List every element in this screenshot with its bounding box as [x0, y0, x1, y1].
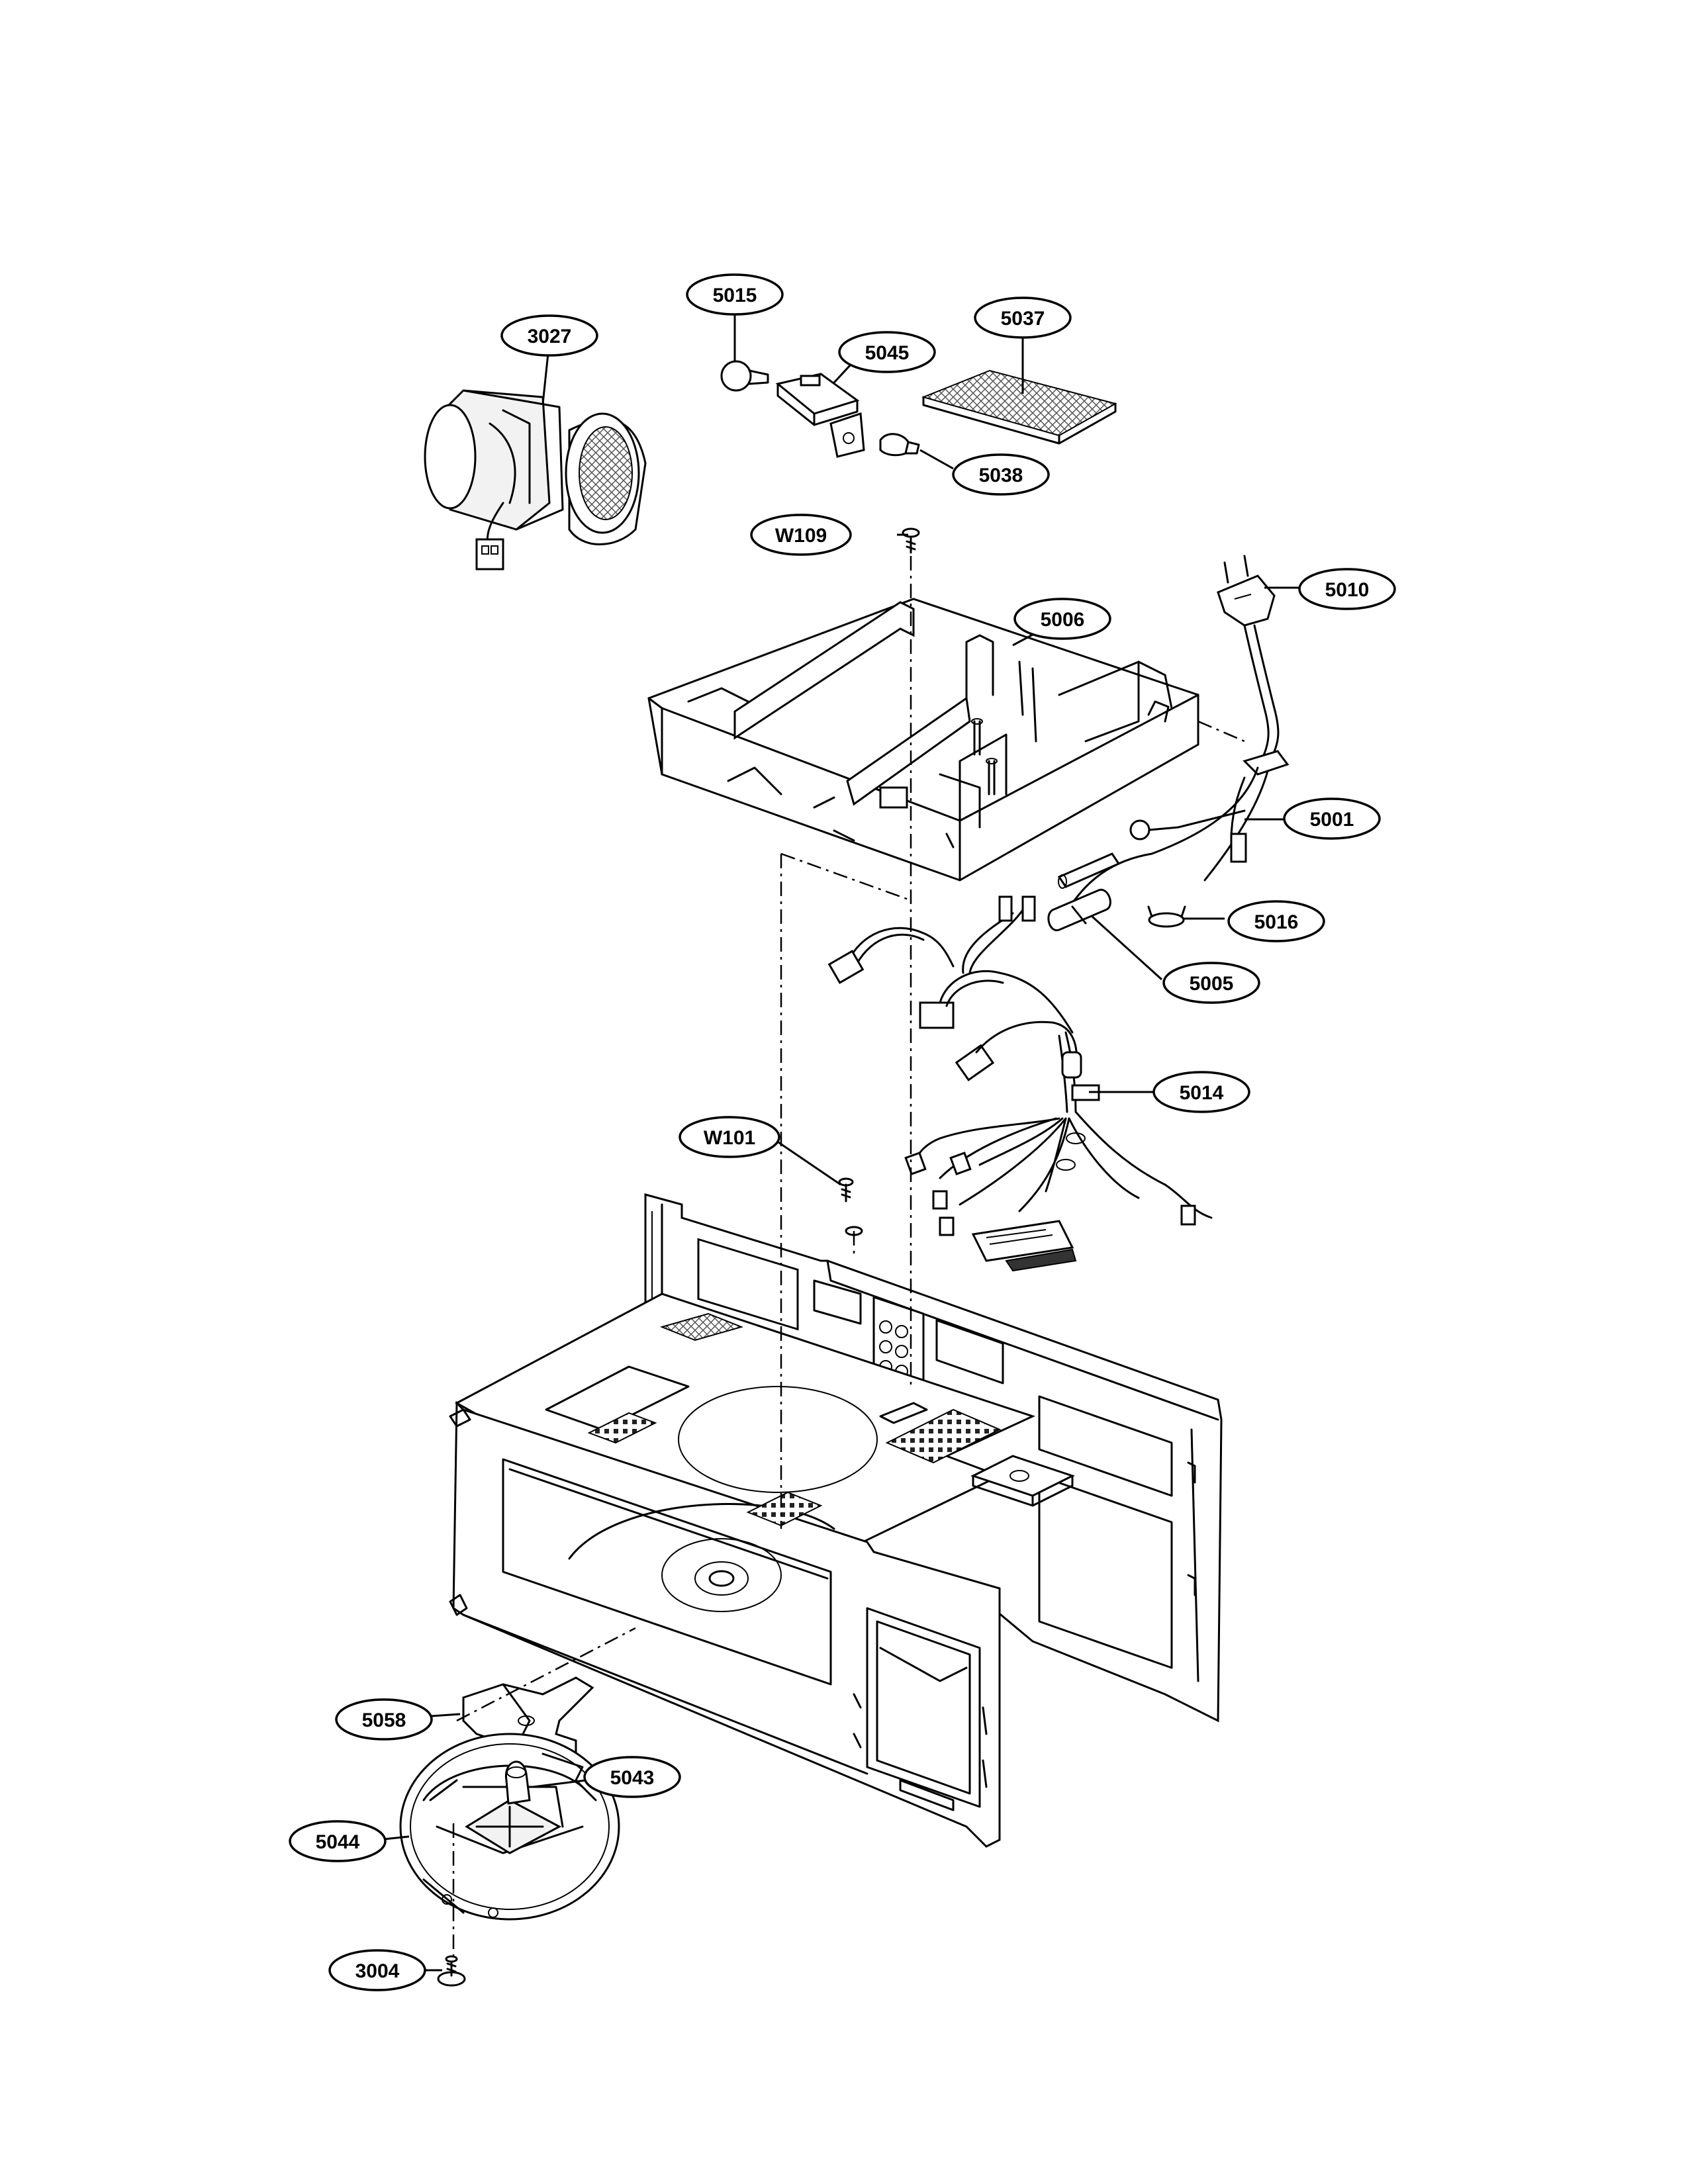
callout-label-5038: 5038: [979, 465, 1023, 486]
callout-5043: 5043: [583, 1756, 681, 1798]
callout-label-W109: W109: [775, 525, 827, 547]
callout-label-5015: 5015: [713, 285, 757, 306]
assembly-lines: [452, 556, 1245, 1956]
callout-label-5001: 5001: [1310, 809, 1354, 831]
stirrer-cover-part: [399, 1733, 620, 1921]
oven-cavity-part: [449, 1193, 1223, 1848]
callout-label-3004: 3004: [355, 1960, 400, 1982]
callout-label-5010: 5010: [1325, 579, 1370, 601]
callout-label-5016: 5016: [1254, 911, 1299, 933]
callout-3027: 3027: [500, 314, 598, 357]
blower-motor-part: [424, 389, 647, 570]
callout-label-3027: 3027: [528, 326, 572, 347]
callout-5016: 5016: [1227, 900, 1325, 942]
callout-label-W101: W101: [704, 1127, 755, 1149]
callout-5038: 5038: [952, 453, 1050, 496]
control-base-part: [647, 598, 1199, 882]
small-bulb-part: [879, 433, 920, 457]
leader-lines: [377, 314, 1301, 1972]
power-cord-part: [1064, 555, 1289, 915]
callout-label-5005: 5005: [1190, 973, 1234, 995]
thermostat-part: [1147, 905, 1186, 928]
wire-harness-part: [827, 895, 1213, 1272]
callout-5037: 5037: [974, 296, 1072, 339]
callout-label-5037: 5037: [1001, 308, 1045, 330]
callout-label-5044: 5044: [316, 1831, 360, 1853]
callout-label-5043: 5043: [610, 1767, 655, 1789]
screw-w109-part: [902, 527, 920, 554]
callout-5045: 5045: [838, 331, 936, 373]
callout-5010: 5010: [1298, 568, 1396, 610]
callout-label-5045: 5045: [865, 342, 910, 364]
callout-label-5006: 5006: [1041, 609, 1085, 631]
callout-3004: 3004: [328, 1949, 426, 1991]
callout-5014: 5014: [1152, 1071, 1250, 1113]
lamp-bulb-part: [720, 360, 769, 392]
callout-5015: 5015: [686, 273, 784, 316]
foot-screw-part: [437, 1955, 466, 1987]
callout-label-5058: 5058: [362, 1709, 406, 1731]
callout-5044: 5044: [289, 1820, 387, 1862]
filter-part: [921, 369, 1117, 445]
callout-5058: 5058: [335, 1698, 433, 1741]
screw-w101-part: [838, 1177, 863, 1236]
callout-5006: 5006: [1013, 598, 1111, 640]
callout-5005: 5005: [1162, 962, 1260, 1004]
callout-W109: W109: [750, 514, 852, 556]
fuse-part: [1047, 852, 1121, 931]
callout-W101: W101: [679, 1116, 780, 1158]
lamp-socket-part: [775, 373, 865, 458]
callout-label-5014: 5014: [1180, 1082, 1224, 1104]
thermistor-part: [1129, 809, 1247, 863]
callout-5001: 5001: [1283, 797, 1381, 840]
